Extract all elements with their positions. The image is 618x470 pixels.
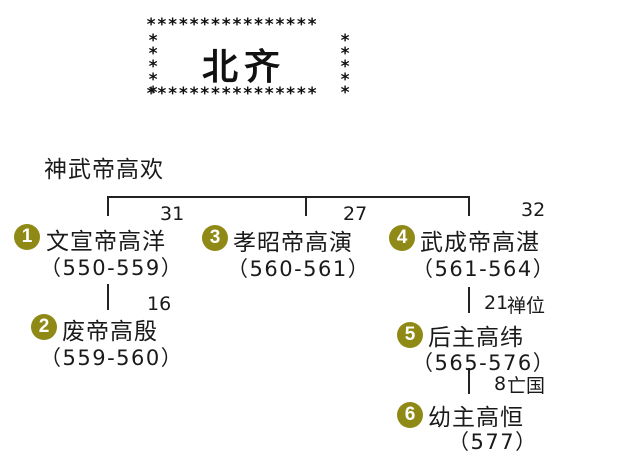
ruler-6-number-badge: 6 [397, 402, 423, 428]
ruler-4-age: 32 [521, 199, 546, 221]
connector-to-ruler-4 [468, 196, 470, 216]
ruler-1-age: 31 [160, 203, 185, 225]
sibling-connector [107, 196, 470, 198]
root-ancestor-name: 神武帝高欢 [44, 157, 164, 183]
connector-to-ruler-1 [107, 196, 109, 216]
ruler-5-age: 21 [484, 292, 509, 314]
title-border-right: * * * * * [340, 31, 351, 103]
ruler-6-note: 亡国 [507, 375, 546, 397]
ruler-2-age: 16 [147, 293, 172, 315]
ruler-5-name: 后主高纬 [428, 325, 524, 351]
ruler-5-number-badge: 5 [397, 322, 423, 348]
ruler-5-note: 禅位 [507, 295, 546, 317]
connector-to-ruler-3 [305, 196, 307, 216]
ruler-1-number-badge: 1 [14, 224, 40, 250]
title-border-left: * * * * * [148, 31, 159, 103]
diagram-title: 北齐 [202, 47, 287, 88]
ruler-6-name: 幼主高恒 [428, 405, 524, 431]
ruler-6-reign-years: （577） [448, 430, 538, 454]
ruler-1-name: 文宣帝高洋 [46, 229, 166, 255]
connector-5-to-6 [468, 368, 470, 394]
ruler-1-reign-years: （550-559） [40, 256, 184, 280]
title-border-top: **************** [146, 15, 318, 35]
ruler-3-age: 27 [343, 203, 368, 225]
ruler-6-age: 8 [494, 373, 507, 395]
ruler-2-number-badge: 2 [31, 314, 57, 340]
title-border-bottom: **************** [146, 84, 318, 104]
ruler-3-reign-years: （560-561） [227, 257, 371, 281]
ruler-4-reign-years: （561-564） [412, 257, 556, 281]
ruler-4-name: 武成帝高湛 [420, 230, 540, 256]
ruler-2-name: 废帝高殷 [62, 319, 158, 345]
ruler-4-number-badge: 4 [389, 225, 415, 251]
ruler-2-reign-years: （559-560） [40, 346, 184, 370]
connector-4-to-5 [468, 287, 470, 313]
connector-1-to-2 [107, 284, 109, 310]
ruler-5-reign-years: （565-576） [412, 351, 556, 375]
ruler-3-number-badge: 3 [202, 225, 228, 251]
ruler-3-name: 孝昭帝高演 [233, 230, 353, 256]
